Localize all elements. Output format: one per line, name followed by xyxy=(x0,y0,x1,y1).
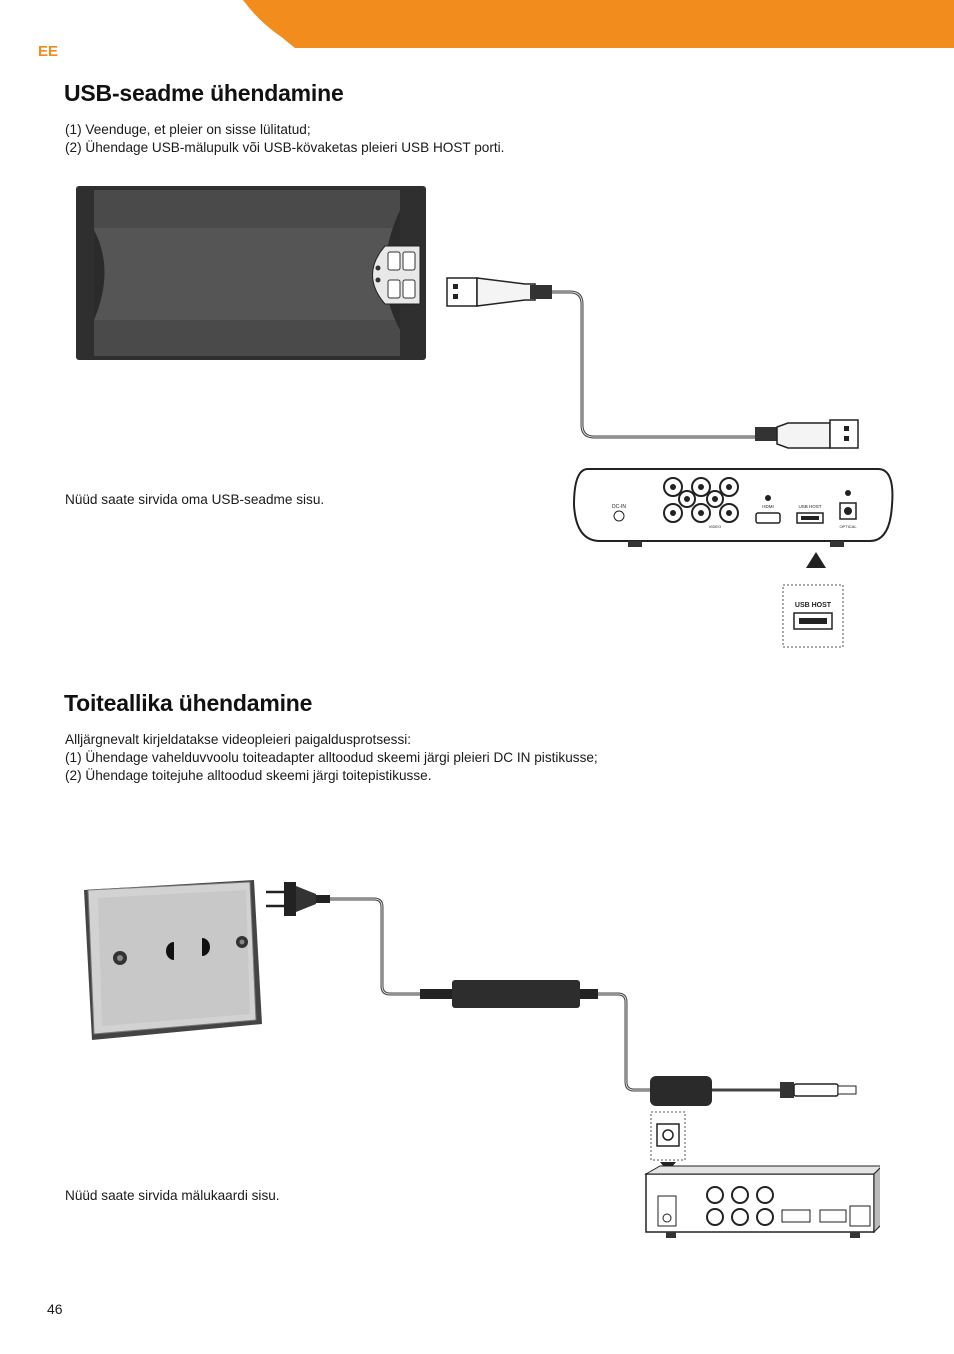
optical-label: OPTICAL xyxy=(839,524,857,529)
usb-section-title: USB-seadme ühendamine xyxy=(64,80,344,106)
power-result-text: Nüüd saate sirvida mälukaardi sisu. xyxy=(65,1188,280,1203)
hdmi-port: HDMI xyxy=(755,495,781,524)
usb-host-port: USB HOST xyxy=(796,504,824,524)
video-label: VIDEO xyxy=(709,524,721,529)
language-code: EE xyxy=(38,43,59,60)
power-plug xyxy=(266,882,330,916)
dc-plug xyxy=(650,1076,857,1106)
usb-result-text: Nüüd saate sirvida oma USB-seadme sisu. xyxy=(65,492,325,507)
usb-step-2: (2) Ühendage USB-mälupulk või USB-kövake… xyxy=(65,140,505,155)
power-step-1: (1) Ühendage vahelduvvoolu toiteadapter … xyxy=(65,750,598,765)
dc-in-label: DC-IN xyxy=(612,504,626,510)
hdmi-label: HDMI xyxy=(762,504,774,509)
usb-steps: (1) Veenduge, et pleier on sisse lülitat… xyxy=(65,121,504,157)
usb-plug-bottom xyxy=(755,419,859,449)
power-connection-illustration xyxy=(84,880,880,1238)
wall-outlet xyxy=(84,880,262,1040)
dc-in-port: DC-IN xyxy=(612,504,626,522)
power-step-2: (2) Ühendage toitejuhe alltoodud skeemi … xyxy=(65,768,432,783)
usb-host-callout-label: USB HOST xyxy=(795,602,832,609)
player-rear-panel-usb: DC-IN VIDEO HDMI USB HOST OPTICAL USB HO… xyxy=(572,468,894,648)
usb-drive-illustration xyxy=(76,186,859,449)
usb-host-port-label: USB HOST xyxy=(798,504,821,509)
arrow-up-icon xyxy=(806,552,826,568)
dc-jack-callout xyxy=(650,1111,686,1172)
optical-port: OPTICAL xyxy=(839,490,857,529)
rca-ports: VIDEO xyxy=(663,477,739,529)
header-banner xyxy=(243,0,954,48)
power-steps: Alljärgnevalt kirjeldatakse videopleieri… xyxy=(65,731,598,785)
power-intro: Alljärgnevalt kirjeldatakse videopleieri… xyxy=(65,732,412,747)
power-adapter xyxy=(420,980,598,1008)
usb-drive-body xyxy=(76,186,426,360)
usb-plug-top xyxy=(446,277,760,439)
page-number: 46 xyxy=(47,1301,63,1317)
player-rear-panel-power xyxy=(644,1165,880,1238)
usb-step-1: (1) Veenduge, et pleier on sisse lülitat… xyxy=(65,122,311,137)
power-section-title: Toiteallika ühendamine xyxy=(64,690,313,716)
